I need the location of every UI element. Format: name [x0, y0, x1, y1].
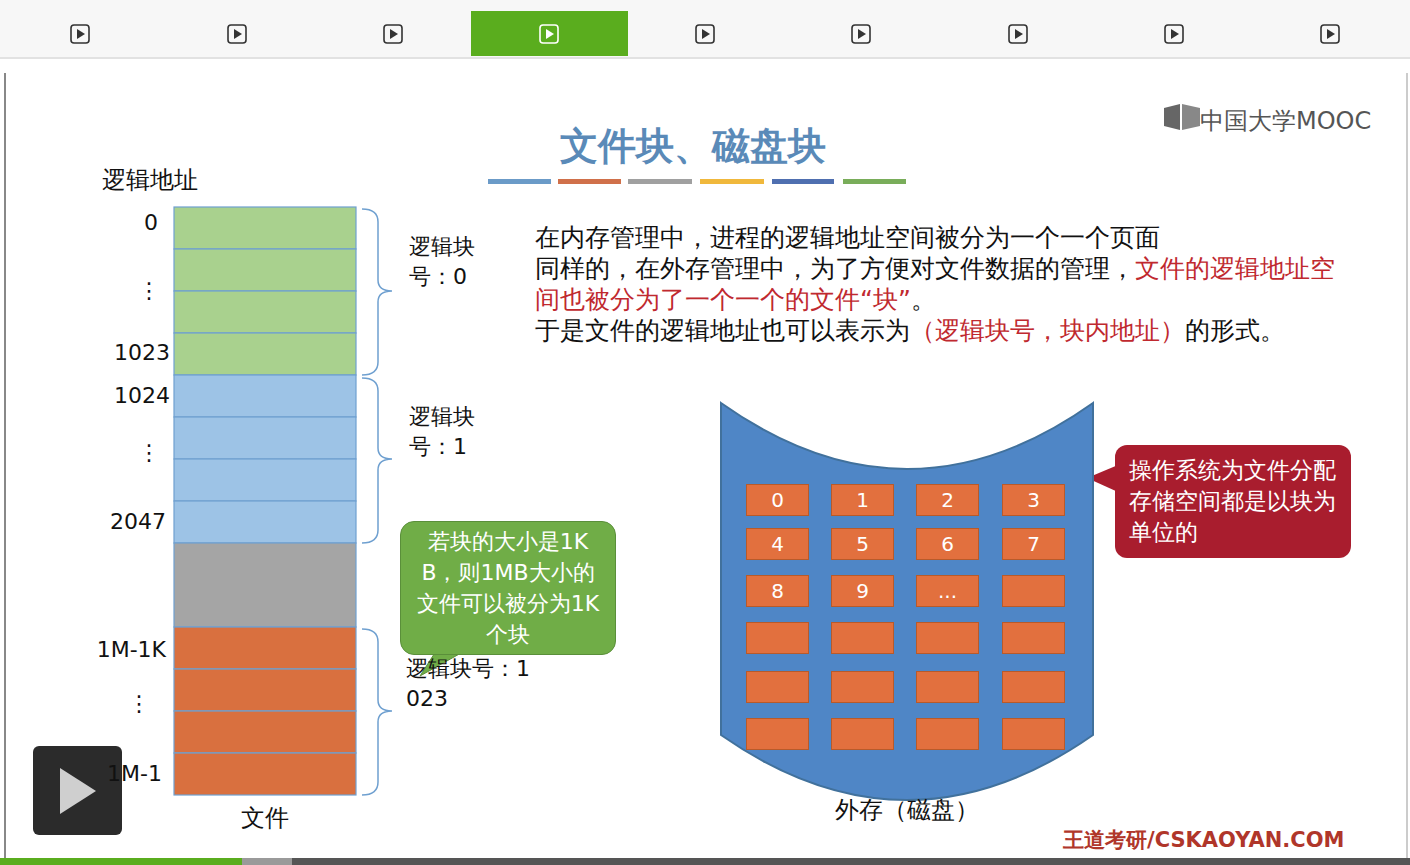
nav-active-tab: [471, 11, 628, 56]
cylinder-body: [721, 403, 1093, 800]
progress-buffered: [242, 858, 292, 865]
file-label: 文件: [241, 802, 289, 834]
disk-block: 0: [746, 484, 809, 516]
paragraph-text: 。: [911, 285, 936, 314]
play-icon-triangle: [1015, 29, 1023, 39]
disk-block: 8: [746, 575, 809, 607]
nav-border: [0, 57, 1410, 59]
address-label: 2047: [110, 509, 166, 534]
disk-block: 7: [1002, 528, 1065, 560]
paragraph-text: 在内存管理中，进程的逻辑地址空间被分为一个一个页面: [535, 223, 1160, 252]
disk-block: ...: [916, 575, 979, 607]
block-number-label: 逻辑块号：1023: [406, 654, 536, 714]
node-text: 7: [1027, 532, 1040, 556]
play-icon: [540, 25, 558, 43]
note-callout: 若块的大小是1KB，则1MB大小的文件可以被分为1K个块: [400, 521, 616, 655]
play-icon-triangle: [1171, 29, 1179, 39]
frame-line: [4, 73, 6, 858]
node-text: 4: [771, 532, 784, 556]
node-text: 9: [856, 579, 869, 603]
address-dots: ⋮: [138, 278, 160, 303]
node-text: 若块的大小是1KB，则1MB大小的文件可以被分为1K个块: [411, 526, 605, 650]
paragraph: 在内存管理中，进程的逻辑地址空间被分为一个一个页面同样的，在外存管理中，为了方便…: [535, 222, 1335, 346]
play-icon: [228, 25, 246, 43]
file-column: [174, 207, 356, 795]
play-icon: [1009, 25, 1027, 43]
node-text: 8: [771, 579, 784, 603]
address-label: 0: [144, 210, 158, 235]
disk-block: 6: [916, 528, 979, 560]
node-text: 5: [856, 532, 869, 556]
address-dots: ⋮: [128, 691, 150, 716]
address-label: 1M-1: [107, 761, 162, 786]
disk-block-empty: [831, 622, 894, 654]
disk-block-empty: [746, 718, 809, 750]
nav-bar: [0, 0, 1410, 58]
play-icon-triangle: [234, 29, 242, 39]
paragraph-highlight: （逻辑块号，块内地址）: [910, 316, 1185, 345]
block-number-label: 逻辑块号：0: [409, 232, 493, 292]
node-text: 3: [1027, 488, 1040, 512]
node-text: ...: [938, 579, 957, 603]
watermark: 王道考研/CSKAOYAN.COM: [1063, 826, 1344, 854]
disk-block: 1: [831, 484, 894, 516]
play-icon-triangle: [858, 29, 866, 39]
disk-block-empty: [916, 718, 979, 750]
disk-block-empty: [1002, 671, 1065, 703]
progress-played: [0, 858, 242, 865]
paragraph-text: 于是文件的逻辑地址也可以表示为: [535, 316, 910, 345]
node-text: 操作系统为文件分配存储空间都是以块为单位的: [1129, 455, 1337, 548]
address-label: 1024: [114, 383, 170, 408]
address-label: 1023: [114, 340, 170, 365]
node-text: 0: [771, 488, 784, 512]
disk-block: 3: [1002, 484, 1065, 516]
play-icon: [1321, 25, 1339, 43]
play-icon-triangle: [546, 29, 554, 39]
disk-block-empty: [1002, 718, 1065, 750]
disk: 外存（磁盘） 0 1 2 3 4 5 6 7 8 9...: [720, 400, 1094, 845]
axis-heading: 逻辑地址: [102, 164, 198, 196]
frame-line: [1406, 73, 1408, 858]
paragraph-text: 同样的，在外存管理中，为了方便对文件数据的管理，: [535, 254, 1135, 283]
play-icon: [384, 25, 402, 43]
progress-bar: [0, 858, 1410, 865]
node-text: 外存（磁盘）: [720, 794, 1094, 826]
disk-block: 4: [746, 528, 809, 560]
disk-block: 9: [831, 575, 894, 607]
disk-block-empty: [746, 671, 809, 703]
disk-block-empty: [1002, 575, 1065, 607]
note-callout: 操作系统为文件分配存储空间都是以块为单位的: [1115, 445, 1351, 558]
title-underline: [488, 179, 906, 184]
disk-block-empty: [746, 622, 809, 654]
disk-block-empty: [916, 671, 979, 703]
node-text: 1: [856, 488, 869, 512]
play-icon-triangle: [702, 29, 710, 39]
address-dots: ⋮: [138, 440, 160, 465]
disk-block: 5: [831, 528, 894, 560]
node-text: 6: [941, 532, 954, 556]
mooc-logo-icon: [1164, 104, 1200, 130]
logo-text: 中国大学MOOC: [1200, 105, 1371, 137]
node-text: 2: [941, 488, 954, 512]
paragraph-text: 的形式。: [1185, 316, 1285, 345]
disk-block-empty: [831, 671, 894, 703]
disk-block: 2: [916, 484, 979, 516]
address-label: 1M-1K: [97, 637, 166, 662]
block-number-label: 逻辑块号：1: [409, 402, 493, 462]
nav-icons: [71, 25, 1339, 43]
play-triangle: [60, 768, 96, 814]
play-icon: [852, 25, 870, 43]
disk-block-empty: [916, 622, 979, 654]
play-icon: [71, 25, 89, 43]
play-icon: [1165, 25, 1183, 43]
play-icon: [696, 25, 714, 43]
play-icon-triangle: [390, 29, 398, 39]
slide-title: 文件块、磁盘块: [560, 121, 826, 172]
play-icon-triangle: [77, 29, 85, 39]
play-icon-triangle: [1327, 29, 1335, 39]
video-play-button: [33, 746, 122, 835]
disk-block-empty: [1002, 622, 1065, 654]
brace: [362, 209, 392, 795]
disk-block-empty: [831, 718, 894, 750]
